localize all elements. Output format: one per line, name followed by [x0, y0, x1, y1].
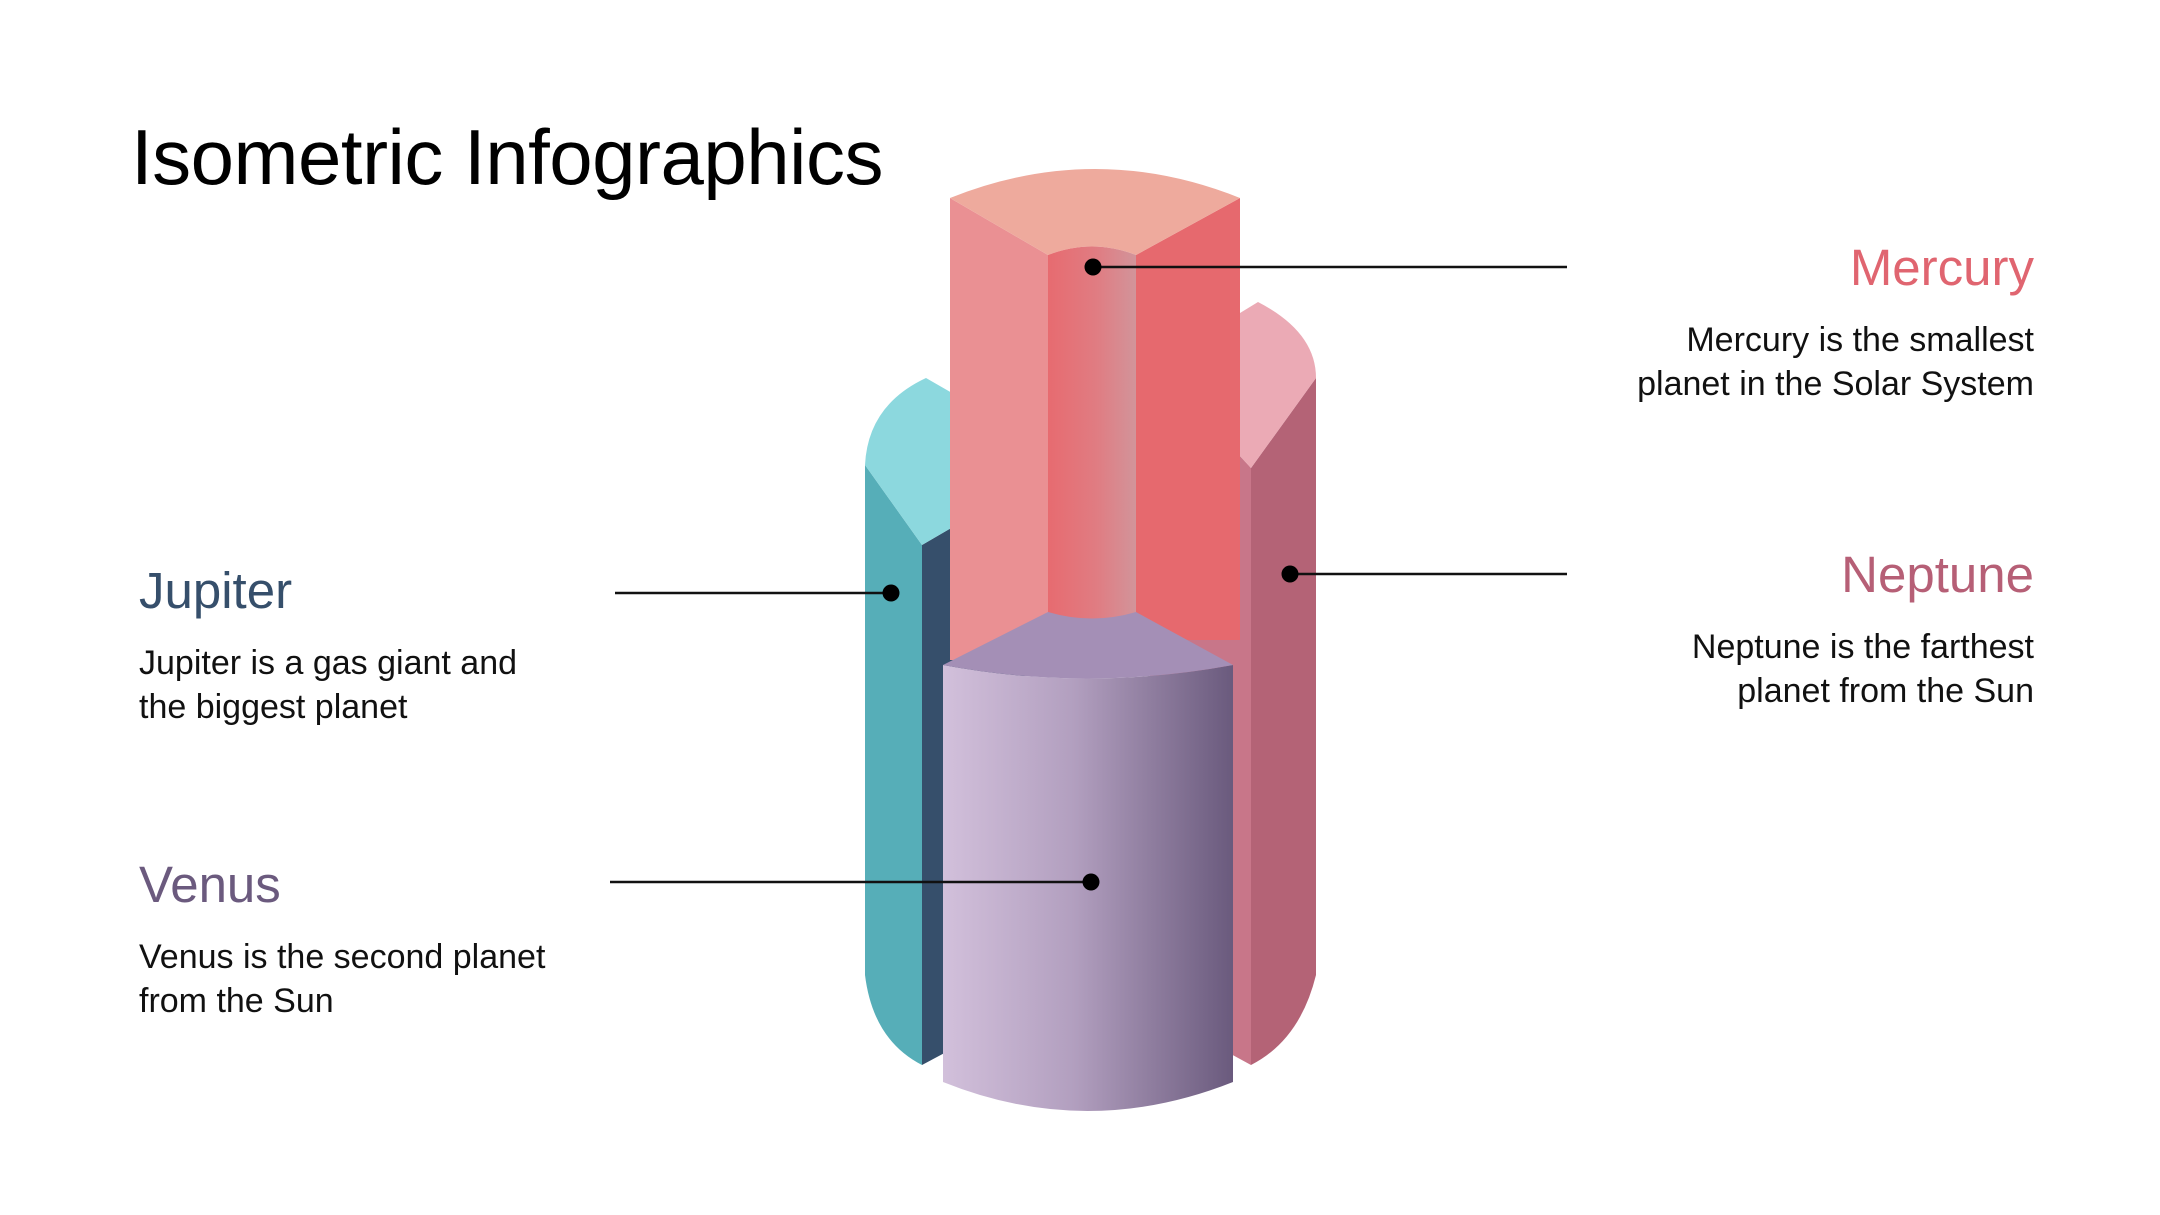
mercury-description-line-2: planet in the Solar System: [1637, 365, 2034, 404]
mercury-info: Mercury Mercury is the smallest planet i…: [1474, 239, 2034, 406]
jupiter-segment-outer-wall: [865, 465, 922, 1065]
page-title: Isometric Infographics: [131, 113, 883, 201]
neptune-segment-outer-wall: [1251, 378, 1316, 1065]
mercury-description: Mercury is the smallest planet in the So…: [1474, 318, 2034, 406]
venus-segment: [943, 612, 1233, 1111]
venus-leader-dot: [1082, 873, 1100, 891]
jupiter-info: Jupiter Jupiter is a gas giant and the b…: [139, 562, 699, 729]
mercury-core-column: [1048, 246, 1136, 640]
mercury-leader-dot: [1084, 258, 1102, 276]
mercury-segment-left-face: [950, 198, 1048, 660]
neptune-description: Neptune is the farthest planet from the …: [1474, 625, 2034, 713]
leader-lines: [610, 258, 1567, 891]
neptune-heading: Neptune: [1841, 546, 2034, 603]
jupiter-description-line-2: the biggest planet: [139, 688, 408, 727]
neptune-description-line-2: planet from the Sun: [1737, 672, 2034, 711]
jupiter-description: Jupiter is a gas giant and the biggest p…: [139, 641, 699, 729]
venus-description-line-2: from the Sun: [139, 982, 334, 1021]
mercury-heading: Mercury: [1849, 239, 2034, 296]
venus-description-line-1: Venus is the second planet: [139, 938, 546, 977]
jupiter-description-line-1: Jupiter is a gas giant and: [139, 644, 518, 683]
jupiter-leader-dot: [882, 584, 900, 602]
venus-info: Venus Venus is the second planet from th…: [139, 856, 699, 1023]
mercury-segment-top: [950, 169, 1240, 255]
venus-description: Venus is the second planet from the Sun: [139, 935, 699, 1023]
jupiter-heading: Jupiter: [139, 562, 293, 619]
venus-heading: Venus: [139, 856, 281, 913]
neptune-leader-dot: [1281, 565, 1299, 583]
venus-segment-top: [943, 612, 1233, 679]
mercury-segment: [950, 169, 1240, 660]
mercury-segment-right-face: [1136, 198, 1240, 640]
neptune-info: Neptune Neptune is the farthest planet f…: [1474, 546, 2034, 713]
neptune-description-line-1: Neptune is the farthest: [1691, 628, 2034, 667]
mercury-description-line-1: Mercury is the smallest: [1686, 321, 2034, 360]
